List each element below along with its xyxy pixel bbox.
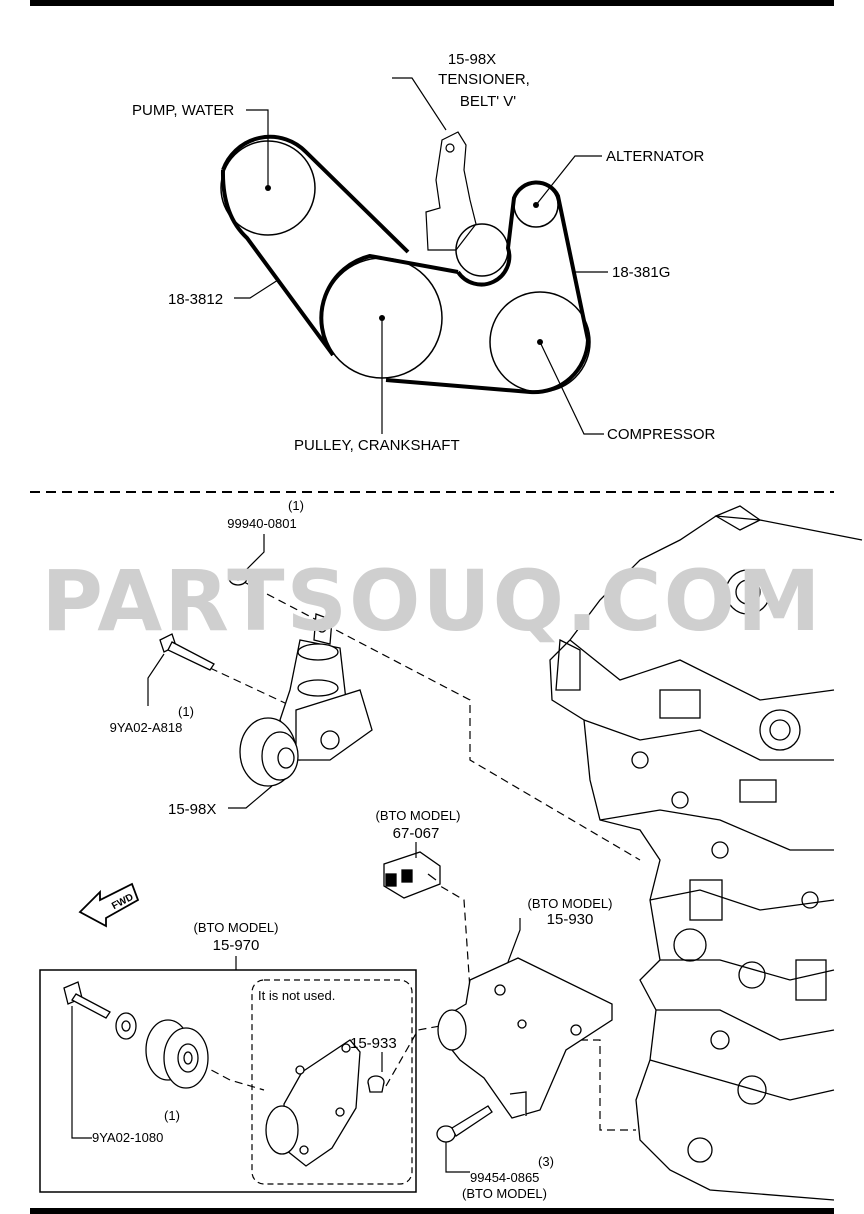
alternator-label: ALTERNATOR (606, 148, 705, 165)
kit-bolt-leader (71, 1006, 92, 1139)
bracket-15-930 (437, 957, 613, 1119)
watermark: PARTSOUQ.COM (41, 552, 822, 650)
top-border (30, 0, 834, 6)
plug-code: 15-933 (350, 1035, 397, 1052)
tensioner-hole (445, 143, 455, 153)
kit-bolt-9ya02-1080 (63, 981, 111, 1019)
fwd-arrow: FWD (78, 882, 140, 928)
belt-routing-diagram (220, 77, 608, 435)
bottom-border (30, 1208, 834, 1214)
tensioner-name-label-2: BELT' V' (460, 93, 516, 110)
bottom-bolt-qty: (3) (538, 1154, 554, 1169)
bolt-top-qty: (1) (288, 498, 304, 513)
belt-18-381g-label: 18-381G (612, 264, 670, 281)
bolt-left-qty: (1) (178, 704, 194, 719)
bolt-left-leader (147, 653, 165, 706)
kit-washer (115, 1012, 137, 1040)
engine-block (549, 505, 863, 1201)
kit-bolt-code: 9YA02-1080 (92, 1130, 163, 1145)
tensioner-leader (228, 785, 273, 809)
sensor-67-067 (383, 851, 441, 899)
tensioner-part-code: 15-98X (168, 801, 216, 818)
tensioner-code-label: 15-98X (448, 51, 496, 68)
idler-kit-note: (BTO MODEL) (194, 920, 279, 935)
bracket-code: 15-930 (547, 911, 594, 928)
kit-bolt-qty: (1) (164, 1108, 180, 1123)
bottom-bolt-note: (BTO MODEL) (462, 1186, 547, 1201)
bolt-99454-0865 (436, 1105, 493, 1143)
bolt-left-code: 9YA02-A818 (110, 720, 183, 735)
sensor-note: (BTO MODEL) (376, 808, 461, 823)
not-used-box (251, 979, 413, 1185)
compressor-label: COMPRESSOR (607, 426, 716, 443)
bolt-9ya02-a818 (159, 633, 215, 671)
bolt-top-code: 99940-0801 (227, 516, 296, 531)
idler-pulley (145, 1019, 209, 1089)
plug-15-933 (367, 1075, 385, 1093)
bottom-bolt-leader (445, 1142, 470, 1173)
not-used-bracket (265, 1039, 361, 1167)
bracket-note: (BTO MODEL) (528, 896, 613, 911)
bolt-top-leader (245, 534, 265, 571)
belt-18-3812-lower (220, 169, 335, 357)
tensioner-arm (425, 131, 477, 251)
bracket-leader (507, 918, 521, 963)
not-used-note: It is not used. (258, 988, 335, 1003)
belt-18-3812-upper (221, 134, 410, 254)
belt-18-381g-crank (319, 253, 459, 357)
bolt-99940-0801 (228, 570, 248, 586)
crankshaft-pulley-label: PULLEY, CRANKSHAFT (294, 437, 460, 454)
sensor-code: 67-067 (393, 825, 440, 842)
bottom-bolt-code: 99454-0865 (470, 1170, 539, 1185)
tensioner-name-label: TENSIONER, (438, 71, 530, 88)
belt-18-3812-label: 18-3812 (168, 291, 223, 308)
idler-kit-box (39, 969, 417, 1193)
belt-18-381g-outer (385, 180, 591, 395)
idler-kit-code: 15-970 (213, 937, 260, 954)
tensioner-pulley (455, 223, 509, 277)
tensioner-assembly (239, 613, 373, 787)
water-pump-label: PUMP, WATER (132, 102, 234, 119)
